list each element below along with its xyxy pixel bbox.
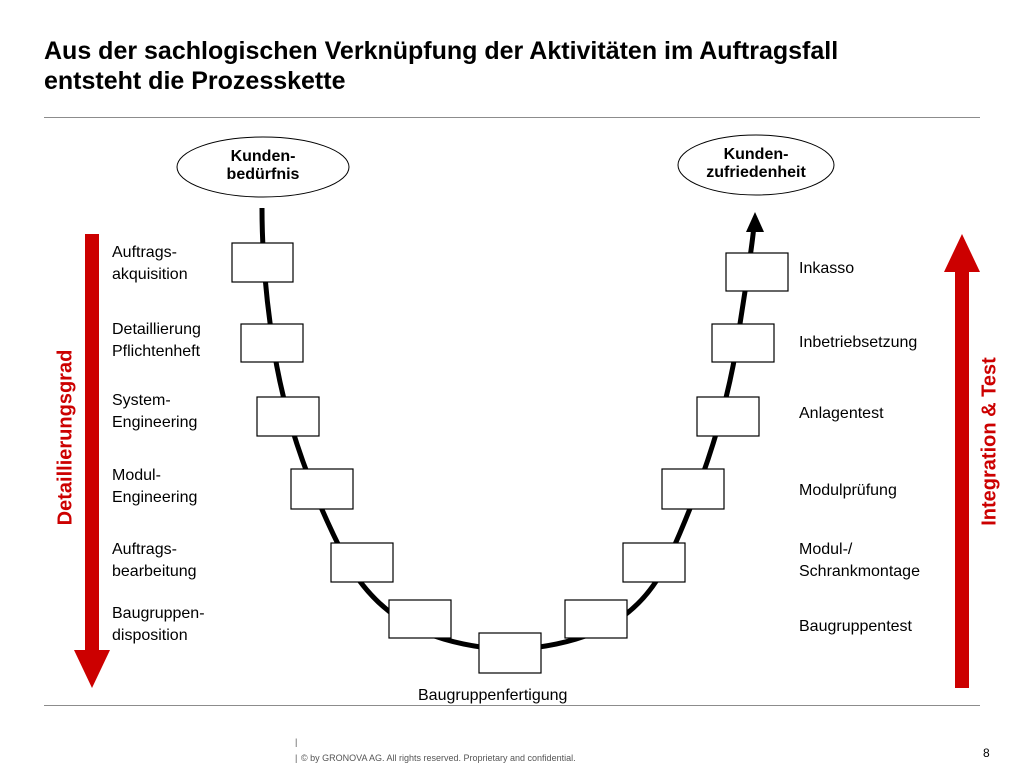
left-step-3-line-1: System- — [112, 392, 171, 409]
left-step-3-line-2: Engineering — [112, 414, 198, 431]
left-step-6-line-2: disposition — [112, 627, 188, 644]
step-box-inkasso — [725, 252, 789, 292]
step-box-inbetriebsetzung — [711, 323, 775, 363]
page-title: Aus der sachlogischen Verknüpfung der Ak… — [44, 36, 984, 96]
left-step-5-line-1: Auftrags- — [112, 541, 177, 558]
left-step-label-3: System- Engineering — [112, 390, 197, 434]
start-node-label: Kunden- bedürfnis — [178, 148, 348, 184]
right-step-2-line-1: Inbetriebsetzung — [799, 334, 918, 351]
right-axis-arrowhead — [944, 234, 980, 272]
start-node-line-1: Kunden- — [230, 148, 296, 165]
left-step-label-5: Auftrags- bearbeitung — [112, 539, 197, 583]
step-box-pflichtenheft — [240, 323, 304, 363]
left-step-4-line-2: Engineering — [112, 489, 198, 506]
title-line-1: Aus der sachlogischen Verknüpfung der Ak… — [44, 37, 839, 65]
left-step-5-line-2: bearbeitung — [112, 563, 197, 580]
right-step-3-line-1: Anlagentest — [799, 405, 884, 422]
step-box-auftragsbearbeitung — [330, 542, 394, 583]
left-step-label-2: Detaillierung Pflichtenheft — [112, 319, 201, 363]
left-axis-arrowhead — [74, 650, 110, 688]
left-axis-label: Detaillierungsgrad — [54, 349, 77, 526]
start-node-line-2: bedürfnis — [226, 166, 300, 183]
right-step-label-4: Modulprüfung — [799, 480, 897, 502]
right-step-6-line-1: Baugruppentest — [799, 618, 912, 635]
start-node-ellipse — [176, 136, 350, 198]
step-box-baugruppendisposition — [388, 599, 452, 639]
step-box-system-engineering — [256, 396, 320, 437]
curve-arrowhead — [746, 212, 764, 232]
left-step-2-line-2: Pflichtenheft — [112, 343, 201, 360]
end-node-label: Kunden- zufriedenheit — [671, 146, 841, 182]
left-step-2-line-1: Detaillierung — [112, 321, 201, 338]
left-step-1-line-2: akquisition — [112, 266, 188, 283]
footer-copyright: © by GRONOVA AG. All rights reserved. Pr… — [301, 753, 576, 763]
right-step-5-line-1: Modul-/ — [799, 541, 853, 558]
left-step-1-line-1: Auftrags- — [112, 244, 177, 261]
bottom-step-label: Baugruppenfertigung — [418, 687, 568, 704]
left-step-label-4: Modul- Engineering — [112, 465, 197, 509]
right-step-label-3: Anlagentest — [799, 403, 884, 425]
left-step-label-1: Auftrags- akquisition — [112, 242, 188, 286]
right-step-label-5: Modul-/ Schrankmontage — [799, 539, 920, 583]
right-axis-shaft — [955, 268, 969, 688]
process-curve — [259, 207, 757, 653]
right-step-label-6: Baugruppentest — [799, 616, 912, 638]
step-box-modulpruefung — [661, 468, 725, 510]
step-box-modul-engineering — [290, 468, 354, 510]
top-divider — [44, 117, 980, 118]
end-node-line-2: zufriedenheit — [706, 164, 806, 181]
right-step-4-line-1: Modulprüfung — [799, 482, 897, 499]
right-step-label-2: Inbetriebsetzung — [799, 332, 917, 354]
bottom-divider — [44, 705, 980, 706]
right-step-5-line-2: Schrankmontage — [799, 563, 920, 580]
end-node-ellipse — [677, 134, 835, 196]
right-step-label-1: Inkasso — [799, 258, 854, 280]
step-box-baugruppentest — [564, 599, 628, 639]
step-box-auftragsakquisition — [231, 242, 294, 283]
end-node-line-1: Kunden- — [723, 146, 789, 163]
step-box-anlagentest — [696, 396, 760, 437]
left-axis-shaft — [85, 234, 99, 654]
footer-separator: | — [295, 737, 298, 747]
left-step-6-line-1: Baugruppen- — [112, 605, 205, 622]
title-line-2: entsteht die Prozesskette — [44, 67, 346, 95]
right-axis-label: Integration & Test — [978, 357, 1001, 526]
page-number: 8 — [983, 746, 990, 760]
left-step-4-line-1: Modul- — [112, 467, 161, 484]
right-step-1-line-1: Inkasso — [799, 260, 855, 277]
step-box-baugruppenfertigung — [478, 632, 542, 674]
left-step-label-6: Baugruppen- disposition — [112, 603, 205, 647]
footer-separator-2: | — [295, 753, 298, 763]
step-box-schrankmontage — [622, 542, 686, 583]
